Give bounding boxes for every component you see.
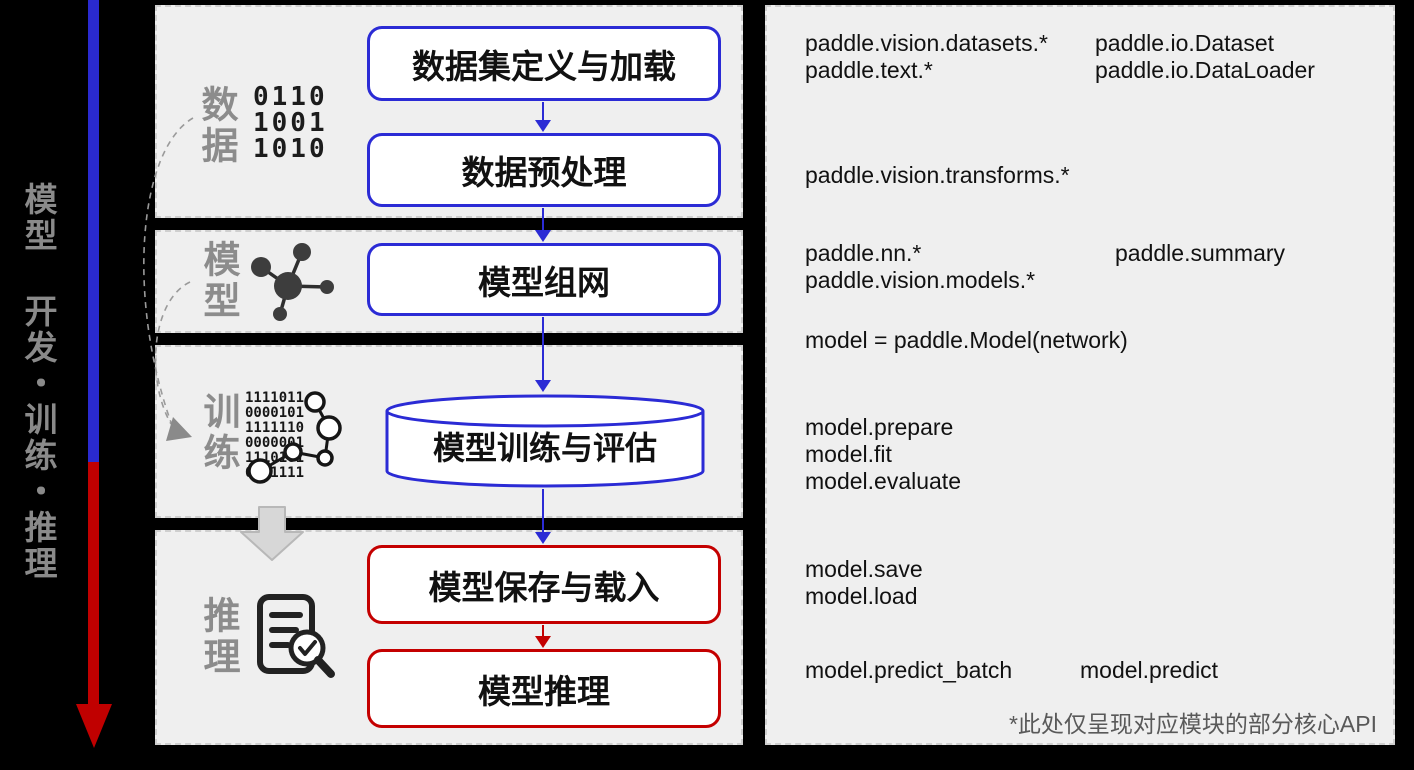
timeline-bar-blue (88, 0, 99, 462)
api-item: paddle.vision.models.* (805, 267, 1036, 293)
api-row: model.fit (805, 441, 1390, 468)
svg-text:0000101: 0000101 (245, 405, 304, 421)
api-footnote: *此处仅呈现对应模块的部分核心API (1008, 711, 1377, 737)
api-row: paddle.text.* paddle.io.DataLoader (805, 57, 1390, 84)
node-train-cylinder-shape (385, 394, 705, 488)
api-item: model.evaluate (805, 468, 961, 494)
api-row: paddle.nn.* paddle.summary (805, 240, 1390, 267)
api-item: model.predict (1080, 657, 1219, 683)
api-row: paddle.vision.models.* (805, 267, 1390, 294)
api-item: paddle.summary (1115, 240, 1286, 266)
binary-data-icon: 0110 1001 1010 (253, 82, 328, 164)
api-row: model.predict_batch model.predict (805, 657, 1390, 684)
api-item: paddle.vision.transforms.* (805, 162, 1070, 188)
timeline-arrowhead-icon (76, 704, 112, 748)
api-row: paddle.vision.datasets.* paddle.io.Datas… (805, 30, 1390, 57)
api-item: paddle.io.Dataset (1095, 30, 1275, 56)
stage-transition-arrow-icon (240, 506, 304, 561)
api-item: model.predict_batch (805, 657, 1013, 683)
timeline-bar-red (88, 462, 99, 706)
api-row: model = paddle.Model(network) (805, 327, 1390, 354)
api-item: paddle.text.* (805, 57, 933, 83)
node-train-label: 模型训练与评估 (432, 430, 657, 466)
arrow-network-to-train (535, 317, 551, 392)
api-row: model.evaluate (805, 468, 1390, 495)
stage-label-inference: 推理 (198, 596, 239, 678)
api-item: model.save (805, 556, 923, 582)
arrow-preprocess-to-network (535, 208, 551, 242)
api-item: model.fit (805, 441, 892, 467)
arrow-train-to-save (535, 489, 551, 544)
api-row: paddle.vision.transforms.* (805, 162, 1390, 189)
api-row: model.load (805, 583, 1390, 610)
binary-network-icon: 1111011 0000101 1111110 0000001 1110101 … (245, 390, 342, 484)
api-item: model.prepare (805, 414, 954, 440)
stage-label-data: 数据 (196, 85, 237, 167)
api-item: paddle.nn.* (805, 240, 922, 266)
api-item: model.load (805, 583, 918, 609)
rail-title: 模型 开发・训练・推理 (20, 182, 57, 582)
stage-label-train: 训练 (198, 392, 239, 474)
svg-text:1111011: 1111011 (245, 390, 304, 406)
arrow-dataset-to-preprocess (535, 102, 551, 132)
api-item: paddle.vision.datasets.* (805, 30, 1048, 56)
node-dataset-definition: 数据集定义与加载 (367, 26, 721, 101)
node-model-save-load: 模型保存与载入 (367, 545, 721, 624)
document-search-icon (257, 594, 335, 678)
network-molecule-icon (251, 243, 334, 321)
api-item: model = paddle.Model(network) (805, 327, 1128, 353)
node-model-network: 模型组网 (367, 243, 721, 316)
api-item: paddle.io.DataLoader (1095, 57, 1315, 83)
panel-api-list (765, 5, 1395, 745)
arrow-save-to-infer (535, 625, 551, 648)
stage-label-model: 模型 (198, 240, 239, 322)
svg-text:1111110: 1111110 (245, 420, 304, 436)
node-data-preprocess: 数据预处理 (367, 133, 721, 207)
api-row: model.save (805, 556, 1390, 583)
api-row: model.prepare (805, 414, 1390, 441)
node-model-inference: 模型推理 (367, 649, 721, 728)
